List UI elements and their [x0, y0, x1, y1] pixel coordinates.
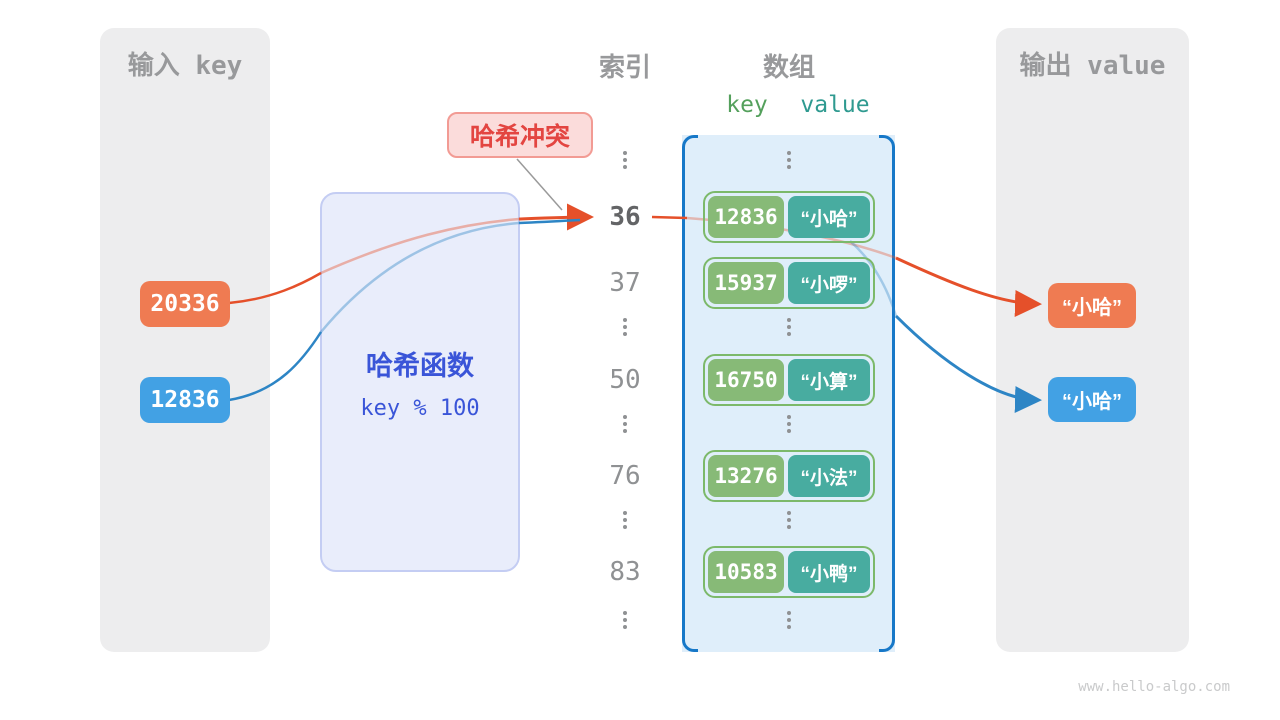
- output-value-orange: “小哈”: [1048, 283, 1136, 328]
- array-column-header: 数组: [762, 53, 815, 83]
- hash-collision-label: 哈希冲突: [447, 112, 593, 158]
- flow-orange-input: [228, 271, 322, 305]
- pair-value: “小算”: [788, 359, 870, 401]
- index-column-header: 索引: [598, 53, 651, 83]
- flow-blue-through-hash: [320, 221, 520, 333]
- flow-orange-through-hash: [320, 217, 520, 275]
- ellipsis-dots: [759, 511, 819, 529]
- flow-blue-to-index: [518, 218, 581, 225]
- flow-blue-through-array: [849, 240, 898, 317]
- pair-key: 16750: [708, 359, 784, 401]
- ellipsis-dots: [759, 151, 819, 169]
- index-value-50: 50: [609, 365, 641, 395]
- pair-value: “小哈”: [788, 196, 870, 238]
- value-column-header: value: [800, 92, 870, 118]
- flow-blue-input: [228, 331, 323, 402]
- hash-function-title: 哈希函数: [366, 351, 474, 381]
- hash-function-box: 哈希函数 key % 100: [320, 192, 520, 572]
- array-pair: 12836 “小哈”: [703, 191, 875, 243]
- ellipsis-dots: [759, 611, 819, 629]
- flow-orange-index-to-array: [651, 215, 688, 220]
- pair-key: 12836: [708, 196, 784, 238]
- output-value-blue: “小哈”: [1048, 377, 1136, 422]
- array-pair: 16750 “小算”: [703, 354, 875, 406]
- ellipsis-dots: [595, 151, 655, 169]
- flow-orange-to-output-arrow: [895, 256, 1042, 317]
- input-key-20336: 20336: [140, 281, 230, 327]
- ellipsis-dots: [595, 415, 655, 433]
- input-panel: 输入 key: [100, 28, 270, 652]
- index-value-76: 76: [609, 461, 641, 491]
- key-column-header: key: [726, 92, 768, 118]
- ellipsis-dots: [595, 511, 655, 529]
- pair-key: 10583: [708, 551, 784, 593]
- flow-orange-to-index-arrow: [518, 203, 594, 231]
- ellipsis-dots: [595, 318, 655, 336]
- index-value-36: 36: [609, 202, 641, 232]
- array-pair: 15937 “小啰”: [703, 257, 875, 309]
- ellipsis-dots: [759, 415, 819, 433]
- index-value-83: 83: [609, 557, 641, 587]
- array-bracket-left: [682, 135, 698, 652]
- output-panel: 输出 value: [996, 28, 1189, 652]
- array-bracket-right: [879, 135, 895, 652]
- flow-blue-to-output-arrow: [894, 314, 1042, 413]
- array-pair: 13276 “小法”: [703, 450, 875, 502]
- ellipsis-dots: [759, 318, 819, 336]
- pair-value: “小法”: [788, 455, 870, 497]
- input-panel-title: 输入 key: [127, 51, 243, 81]
- pair-value: “小鸭”: [788, 551, 870, 593]
- pair-key: 13276: [708, 455, 784, 497]
- watermark: www.hello-algo.com: [1078, 679, 1230, 695]
- input-key-12836: 12836: [140, 377, 230, 423]
- pair-key: 15937: [708, 262, 784, 304]
- pair-value: “小啰”: [788, 262, 870, 304]
- array-pair: 10583 “小鸭”: [703, 546, 875, 598]
- collision-callout-line: [516, 158, 563, 211]
- index-value-37: 37: [609, 268, 641, 298]
- hash-function-formula: key % 100: [360, 396, 480, 421]
- ellipsis-dots: [595, 611, 655, 629]
- output-panel-title: 输出 value: [1019, 51, 1166, 81]
